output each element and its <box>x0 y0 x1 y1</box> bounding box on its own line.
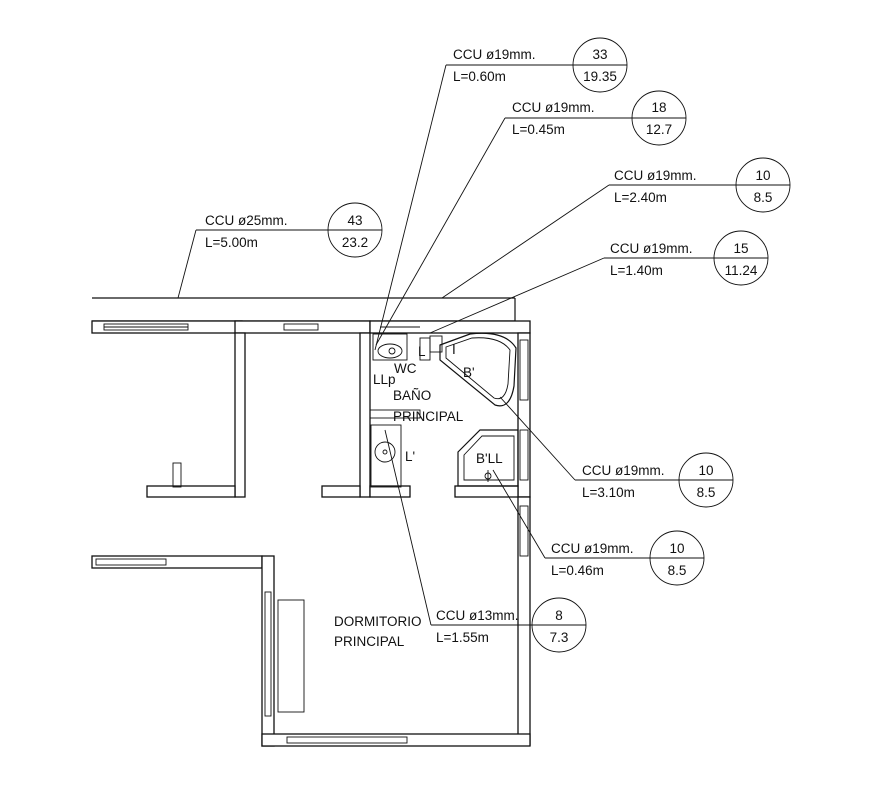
bathroom-fixtures <box>369 332 519 488</box>
label-length: L=0.60m <box>453 69 506 84</box>
bedroom-walls <box>91 555 531 747</box>
label-length: L=2.40m <box>614 190 667 205</box>
label-pipe: CCU ø19mm. <box>610 241 693 256</box>
bathtub <box>439 332 517 407</box>
label-bottom: 23.2 <box>342 235 368 250</box>
label-bottom: 8.5 <box>754 190 773 205</box>
bedroom-label-line1: DORMITORIO <box>334 614 422 629</box>
lavatory-basin <box>374 441 396 463</box>
label-top: 33 <box>592 47 607 62</box>
label-top: 15 <box>733 241 748 256</box>
callout-circles <box>327 37 791 653</box>
label-top: 10 <box>755 168 770 183</box>
label-length: L=1.55m <box>436 630 489 645</box>
llp-label: LLp <box>373 372 396 387</box>
label-pipe: CCU ø19mm. <box>614 168 697 183</box>
label-length: L=0.46m <box>551 563 604 578</box>
shower-label: B'LL <box>476 451 503 466</box>
label-length: L=5.00m <box>205 235 258 250</box>
pipe-labels: CCU ø19mm. L=0.60m 33 19.35 CCU ø19mm. L… <box>205 47 772 645</box>
label-bottom: 8.5 <box>668 563 687 578</box>
label-bottom: 19.35 <box>583 69 617 84</box>
label-pipe: CCU ø19mm. <box>551 541 634 556</box>
leader-lines <box>177 64 789 626</box>
valve-label: I <box>452 342 456 357</box>
upper-wall <box>91 320 531 334</box>
label-top: 10 <box>698 463 713 478</box>
wc-label: WC <box>394 361 417 376</box>
label-pipe: CCU ø19mm. <box>453 47 536 62</box>
bathtub-label: B' <box>463 365 475 380</box>
bed-headboard <box>277 599 305 713</box>
label-top: 18 <box>651 100 666 115</box>
bathroom-label-line1: BAÑO <box>393 388 431 403</box>
room-labels: BAÑO PRINCIPAL DORMITORIO PRINCIPAL WC L… <box>334 342 503 649</box>
label-pipe: CCU ø19mm. <box>582 463 665 478</box>
label-pipe: CCU ø19mm. <box>512 100 595 115</box>
label-pipe: CCU ø13mm. <box>436 608 519 623</box>
left-rooms <box>146 332 411 498</box>
label-length: L=1.40m <box>610 263 663 278</box>
label-bottom: 11.24 <box>725 263 758 278</box>
label-length: L=0.45m <box>512 122 565 137</box>
label-length: L=3.10m <box>582 485 635 500</box>
label-pipe: CCU ø25mm. <box>205 213 288 228</box>
bathroom-walls <box>454 332 531 746</box>
wc-bowl <box>377 343 403 359</box>
label-bottom: 12.7 <box>646 122 672 137</box>
llp-valve <box>388 347 396 355</box>
label-top: 10 <box>669 541 684 556</box>
small-l-label: L <box>418 344 426 359</box>
shower <box>457 429 519 487</box>
label-bottom: 7.3 <box>550 630 569 645</box>
lavatory-label: L' <box>405 449 415 464</box>
label-top: 43 <box>347 213 362 228</box>
label-bottom: 8.5 <box>697 485 716 500</box>
bathroom-label-line2: PRINCIPAL <box>393 409 464 424</box>
label-top: 8 <box>555 608 563 623</box>
bedroom-label-line2: PRINCIPAL <box>334 634 405 649</box>
